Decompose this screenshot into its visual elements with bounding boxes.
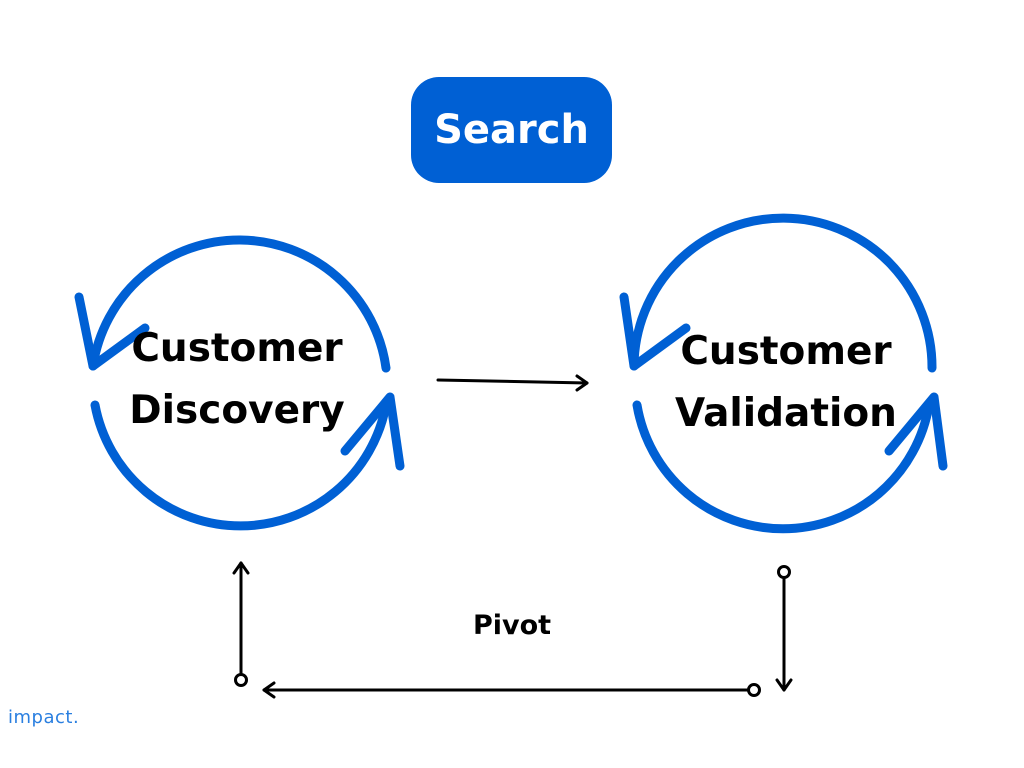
validation-line-2: Validation: [675, 391, 897, 436]
discovery-cycle-icon: [74, 235, 405, 531]
search-stage-label: Search: [434, 107, 589, 153]
validation-cycle-icon: [619, 213, 948, 534]
pivot-loop-icon: [232, 561, 793, 699]
progress-arrow-icon: [436, 374, 589, 392]
search-stage-badge: Search: [411, 77, 612, 183]
pivot-label: Pivot: [472, 610, 552, 641]
validation-line-1: Customer: [680, 329, 892, 374]
impact-logo: impact.: [8, 707, 80, 728]
discovery-line-1: Customer: [131, 326, 343, 371]
customer-discovery-label: Customer Discovery: [112, 318, 362, 442]
customer-validation-label: Customer Validation: [662, 321, 910, 445]
discovery-line-2: Discovery: [129, 388, 345, 433]
